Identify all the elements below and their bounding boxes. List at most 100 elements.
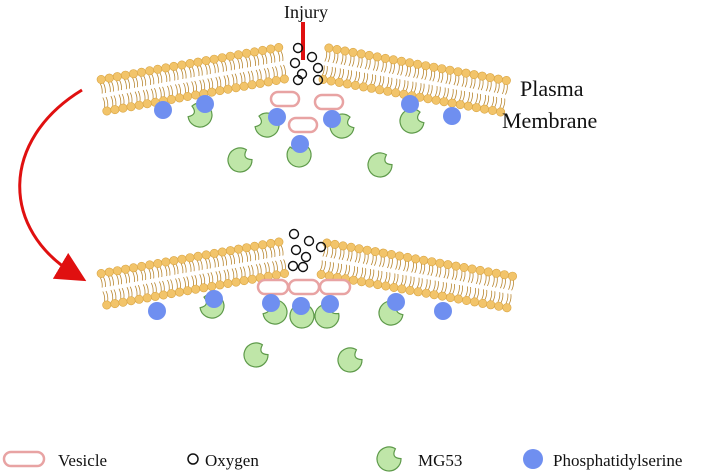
lipid-head [429, 62, 439, 72]
oxygen-molecule [312, 62, 324, 74]
lipid-head [364, 50, 374, 60]
lipid-head [102, 106, 112, 116]
lipid-head [104, 73, 114, 83]
lipid-head [158, 290, 168, 300]
lipid-head [255, 78, 265, 88]
lipid-head [207, 87, 217, 97]
phosphatidylserine [205, 290, 223, 308]
legend-phosphatidylserine-label: Phosphatidylserine [553, 451, 682, 470]
lipid-head [247, 80, 257, 90]
lipid-head [185, 253, 195, 263]
phosphatidylserine [387, 293, 405, 311]
lipid-head [258, 240, 268, 250]
membrane-bottom-left [96, 237, 289, 310]
lipid-head [383, 86, 393, 96]
lipid-head [358, 82, 368, 92]
phosphatidylserine [321, 295, 339, 313]
lipid-head [183, 286, 193, 296]
lipid-head [271, 270, 281, 280]
lipid-head [477, 71, 487, 81]
lipid-head [225, 51, 235, 61]
lipid-head [467, 264, 477, 274]
lipid-head [443, 260, 453, 270]
lipid-head [378, 248, 388, 258]
lipid-head [348, 275, 358, 285]
lipid-head [137, 261, 147, 271]
lipid-head [332, 44, 342, 54]
lipid-head [356, 49, 366, 59]
lipid-head [137, 67, 147, 77]
phosphatidylserine [268, 108, 286, 126]
lipid-head [338, 241, 348, 251]
oxygen-molecule [297, 261, 309, 273]
lipid-head [185, 58, 195, 68]
lipid-head [201, 56, 211, 66]
lipid-head [150, 291, 160, 301]
lipid-head [478, 298, 488, 308]
lipid-head [142, 293, 152, 303]
lipid-head [191, 284, 201, 294]
lipid-head [469, 70, 479, 80]
lipid-head [493, 74, 503, 84]
lipid-head [118, 103, 128, 113]
lipid-head [110, 299, 120, 309]
lipid-head [342, 79, 352, 89]
lipid-head [126, 296, 136, 306]
lipid-head [470, 297, 480, 307]
lipid-head [334, 77, 344, 87]
phosphatidylserine [148, 302, 166, 320]
lipid-head [437, 64, 447, 74]
lipid-head [421, 288, 431, 298]
lipid-head [491, 268, 501, 278]
lipid-head [380, 53, 390, 63]
lipid-head [134, 294, 144, 304]
lipid-head [483, 267, 493, 277]
oxygen-molecule [290, 244, 302, 256]
lipid-head [102, 300, 112, 310]
lipid-head [266, 238, 276, 248]
phosphatidylserine [262, 294, 280, 312]
lipid-head [471, 103, 481, 113]
membrane-top-right [318, 43, 511, 117]
lipid-head [217, 247, 227, 257]
lipid-head [394, 251, 404, 261]
lipid-head [120, 70, 130, 80]
lipid-head [258, 45, 268, 55]
lipid-head [316, 269, 326, 279]
mg53-protein [243, 342, 269, 368]
lipid-head [239, 276, 249, 286]
lipid-head [199, 283, 209, 293]
lipid-head [463, 101, 473, 111]
lipid-head [247, 274, 257, 284]
lipid-head [166, 94, 176, 104]
oxygen-molecule [312, 74, 324, 86]
lipid-head [239, 81, 249, 91]
lipid-head [437, 291, 447, 301]
lipid-head [445, 293, 455, 303]
lipid-head [403, 252, 413, 262]
lipid-head [96, 268, 106, 278]
lipid-head [372, 52, 382, 62]
lipid-head [370, 247, 380, 257]
lipid-head [330, 239, 340, 249]
lipid-head [346, 242, 356, 252]
lipid-head [169, 256, 179, 266]
lipid-head [496, 107, 506, 117]
lipid-head [271, 76, 281, 86]
lipid-head [118, 297, 128, 307]
lipid-head [455, 100, 465, 110]
vesicle [256, 278, 290, 296]
lipid-head [129, 263, 139, 273]
lipid-tails [319, 246, 514, 305]
lipid-head [459, 262, 469, 272]
legend-mg53-label: MG53 [418, 451, 462, 470]
lipid-tails [100, 245, 286, 302]
lipid-head [201, 250, 211, 260]
lipid-head [447, 98, 457, 108]
lipid-head [274, 42, 284, 52]
lipid-head [391, 88, 401, 98]
lipid-head [350, 80, 360, 90]
lipid-head [153, 64, 163, 74]
phosphatidylserine [196, 95, 214, 113]
